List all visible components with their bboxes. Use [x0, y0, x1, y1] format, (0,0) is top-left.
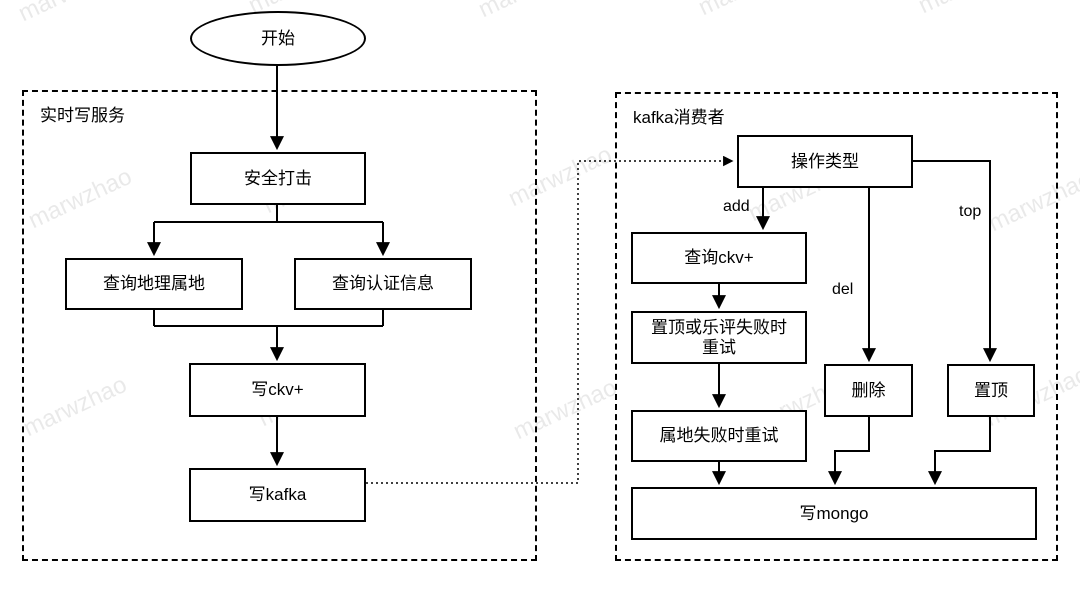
node-query-auth: 查询认证信息	[294, 258, 472, 310]
group-kafka-consumer	[615, 92, 1058, 561]
node-set-top: 置顶	[947, 364, 1035, 417]
edge-label-top: top	[959, 203, 982, 220]
node-retry-top-or-review: 置顶或乐评失败时 重试	[631, 311, 807, 364]
node-operation-type: 操作类型	[737, 135, 913, 188]
node-query-ckv: 查询ckv+	[631, 232, 807, 284]
node-write-kafka: 写kafka	[189, 468, 366, 522]
edge-label-add: add	[723, 198, 750, 215]
group-realtime-write-service	[22, 90, 537, 561]
node-start: 开始	[190, 11, 366, 66]
node-security-strike: 安全打击	[190, 152, 366, 205]
node-retry-geo: 属地失败时重试	[631, 410, 807, 462]
node-write-ckv: 写ckv+	[189, 363, 366, 417]
edge-label-del: del	[832, 281, 854, 298]
node-query-geo: 查询地理属地	[65, 258, 243, 310]
group-kafka-consumer-label: kafka消费者	[633, 108, 725, 127]
group-realtime-write-service-label: 实时写服务	[40, 106, 125, 125]
node-delete: 删除	[824, 364, 913, 417]
node-write-mongo: 写mongo	[631, 487, 1037, 540]
